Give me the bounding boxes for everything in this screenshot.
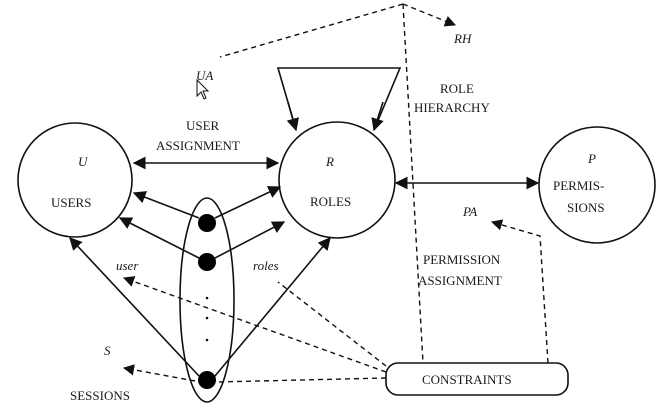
ellipsis-dot bbox=[205, 338, 209, 342]
constraint-link-user bbox=[122, 276, 387, 373]
roles-label: ROLES bbox=[310, 194, 351, 209]
constraint-link-rh-ua bbox=[219, 3, 404, 58]
session-role-arrow bbox=[214, 221, 286, 259]
role-hierarchy-label: ROLE bbox=[440, 81, 474, 96]
constraints-box bbox=[385, 362, 569, 396]
session-dot-1 bbox=[198, 214, 216, 232]
rh-arrow-left bbox=[286, 101, 299, 132]
role-hierarchy-label: HIERARCHY bbox=[414, 100, 490, 115]
session-user-arrow bbox=[118, 217, 200, 259]
session-role-arrow bbox=[214, 237, 331, 377]
users-label: USERS bbox=[51, 195, 91, 210]
constraint-link-s bbox=[122, 364, 196, 382]
constraint-link-sessions-horizontal bbox=[215, 377, 387, 383]
mouse-cursor-icon bbox=[196, 78, 210, 100]
pa-label: PA bbox=[462, 204, 477, 219]
permission-assignment-label: ASSIGNMENT bbox=[418, 273, 502, 288]
rh-arrow-right bbox=[371, 101, 384, 132]
constraint-link-roles bbox=[277, 281, 387, 367]
users-symbol: U bbox=[78, 154, 89, 169]
sessions-ellipse bbox=[179, 197, 235, 403]
session-role-arrow bbox=[214, 186, 282, 219]
rh-label: RH bbox=[453, 31, 472, 46]
permissions-label: PERMIS- bbox=[553, 178, 604, 193]
roles-function-label: roles bbox=[253, 258, 279, 273]
sessions-label: SESSIONS bbox=[70, 388, 130, 403]
roles-symbol: R bbox=[325, 154, 334, 169]
permission-assignment-label: PERMISSION bbox=[423, 252, 501, 267]
users-node bbox=[17, 122, 133, 238]
constraints-label: CONSTRAINTS bbox=[422, 372, 512, 387]
ellipsis-dot bbox=[205, 296, 209, 300]
ellipsis-dot bbox=[205, 316, 209, 320]
permissions-label: SIONS bbox=[567, 200, 605, 215]
session-user-arrow bbox=[69, 237, 200, 377]
session-dot-2 bbox=[198, 253, 216, 271]
constraint-link-vertical bbox=[402, 3, 424, 364]
ua-label: UA bbox=[196, 68, 213, 83]
permissions-symbol: P bbox=[587, 151, 596, 166]
user-assignment-label: USER bbox=[186, 118, 220, 133]
session-dot-3 bbox=[198, 371, 216, 389]
roles-node bbox=[278, 121, 396, 239]
user-function-label: user bbox=[116, 258, 139, 273]
role-hierarchy-loop bbox=[276, 67, 402, 131]
session-user-arrow bbox=[132, 191, 200, 219]
constraint-link-rh-end bbox=[402, 3, 457, 27]
user-assignment-label: ASSIGNMENT bbox=[156, 138, 240, 153]
constraint-link-pa bbox=[490, 219, 549, 364]
sessions-symbol: S bbox=[104, 343, 111, 358]
